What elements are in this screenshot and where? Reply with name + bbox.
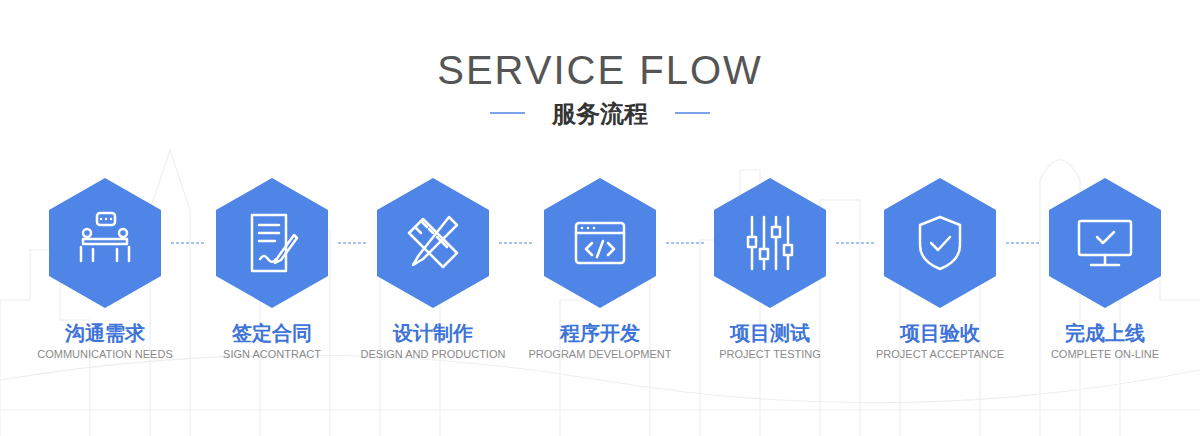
step-title: 程序开发 bbox=[515, 320, 685, 346]
step-title: 项目测试 bbox=[685, 320, 855, 346]
step-subtitle: PROJECT ACCEPTANCE bbox=[855, 346, 1025, 362]
dashed-connector bbox=[338, 243, 367, 244]
step-title: 项目验收 bbox=[855, 320, 1025, 346]
dashed-connector bbox=[836, 243, 874, 244]
step-title: 沟通需求 bbox=[20, 320, 190, 346]
process-step: 项目测试PROJECT TESTING bbox=[685, 178, 855, 362]
dashed-connector bbox=[666, 243, 704, 244]
dashed-connector bbox=[499, 243, 534, 244]
step-title: 完成上线 bbox=[1020, 320, 1190, 346]
hexagon-outline bbox=[544, 178, 656, 308]
step-subtitle: SIGN ACONTRACT bbox=[187, 346, 357, 362]
hexagon-shape bbox=[1049, 178, 1161, 308]
process-step: 项目验收PROJECT ACCEPTANCE bbox=[855, 178, 1025, 362]
hexagon-outline bbox=[49, 178, 161, 308]
step-subtitle: PROJECT TESTING bbox=[685, 346, 855, 362]
hexagon-outline bbox=[377, 178, 489, 308]
hexagon-shape bbox=[714, 178, 826, 308]
hexagon-shape bbox=[544, 178, 656, 308]
step-title: 签定合同 bbox=[187, 320, 357, 346]
hexagon-shape bbox=[884, 178, 996, 308]
hexagon-outline bbox=[1049, 178, 1161, 308]
process-step: 设计制作DESIGN AND PRODUCTION bbox=[348, 178, 518, 362]
step-subtitle: DESIGN AND PRODUCTION bbox=[348, 346, 518, 362]
dashed-connector bbox=[171, 243, 206, 244]
process-step: 沟通需求COMMUNICATION NEEDS bbox=[20, 178, 190, 362]
process-step: 完成上线COMPLETE ON-LINE bbox=[1020, 178, 1190, 362]
hexagon-outline bbox=[216, 178, 328, 308]
subtitle-label: 服务流程 bbox=[0, 98, 1200, 130]
step-subtitle: COMMUNICATION NEEDS bbox=[20, 346, 190, 362]
step-subtitle: PROGRAM DEVELOPMENT bbox=[515, 346, 685, 362]
process-step: 程序开发PROGRAM DEVELOPMENT bbox=[515, 178, 685, 362]
process-step: 签定合同SIGN ACONTRACT bbox=[187, 178, 357, 362]
dashed-connector bbox=[1006, 243, 1039, 244]
diagram-title: SERVICE FLOW bbox=[0, 48, 1200, 93]
step-subtitle: COMPLETE ON-LINE bbox=[1020, 346, 1190, 362]
hexagon-outline bbox=[884, 178, 996, 308]
hexagon-shape bbox=[49, 178, 161, 308]
hexagon-outline bbox=[714, 178, 826, 308]
hexagon-shape bbox=[216, 178, 328, 308]
step-title: 设计制作 bbox=[348, 320, 518, 346]
hexagon-shape bbox=[377, 178, 489, 308]
